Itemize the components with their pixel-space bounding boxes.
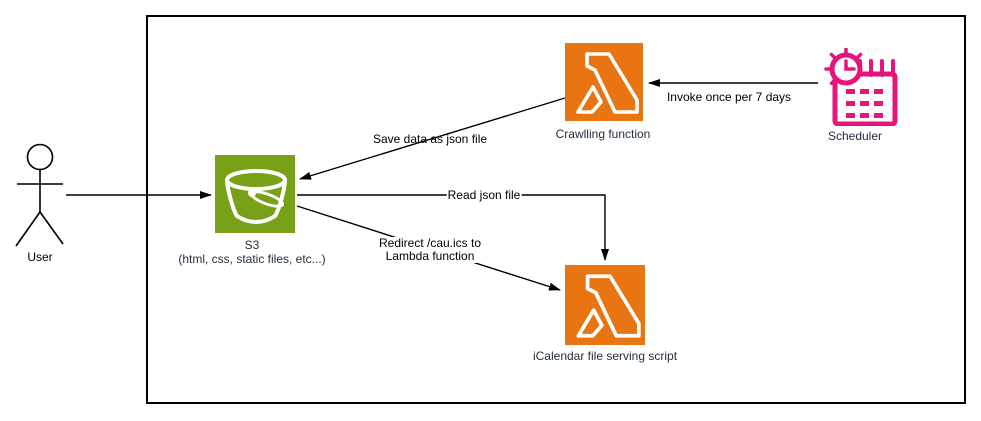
user-legs — [15, 211, 64, 247]
scheduler-icon — [824, 48, 898, 126]
save-edge-label: Save data as json file — [372, 132, 488, 146]
invoke-edge-label: Invoke once per 7 days — [666, 90, 792, 104]
s3-label-sub: (html, css, static files, etc...) — [178, 252, 326, 266]
s3-bucket-icon — [215, 155, 295, 233]
scheduler-label: Scheduler — [827, 129, 883, 143]
crawler-label: Crawlling function — [555, 127, 651, 141]
redirect-edge-label: Redirect /cau.ics to Lambda function — [377, 236, 483, 263]
boundary-box[interactable] — [146, 15, 966, 404]
lambda-icon — [565, 43, 643, 121]
read-edge-label: Read json file — [446, 188, 522, 202]
crawler-node[interactable] — [565, 43, 643, 121]
s3-label: S3 (html, css, static files, etc...) — [178, 238, 325, 266]
lambda-icon — [565, 265, 645, 345]
icalendar-node[interactable] — [565, 265, 645, 345]
user-label: User — [27, 250, 53, 264]
icalendar-label: iCalendar file serving script — [532, 349, 678, 363]
user-figure[interactable] — [15, 143, 64, 247]
s3-label-title: S3 — [244, 238, 260, 252]
scheduler-node[interactable] — [820, 48, 898, 126]
s3-node[interactable] — [215, 155, 295, 233]
redirect-edge-label-line2: Lambda function — [385, 249, 475, 263]
redirect-edge-label-line1: Redirect /cau.ics to — [378, 236, 482, 250]
user-head — [26, 143, 54, 171]
